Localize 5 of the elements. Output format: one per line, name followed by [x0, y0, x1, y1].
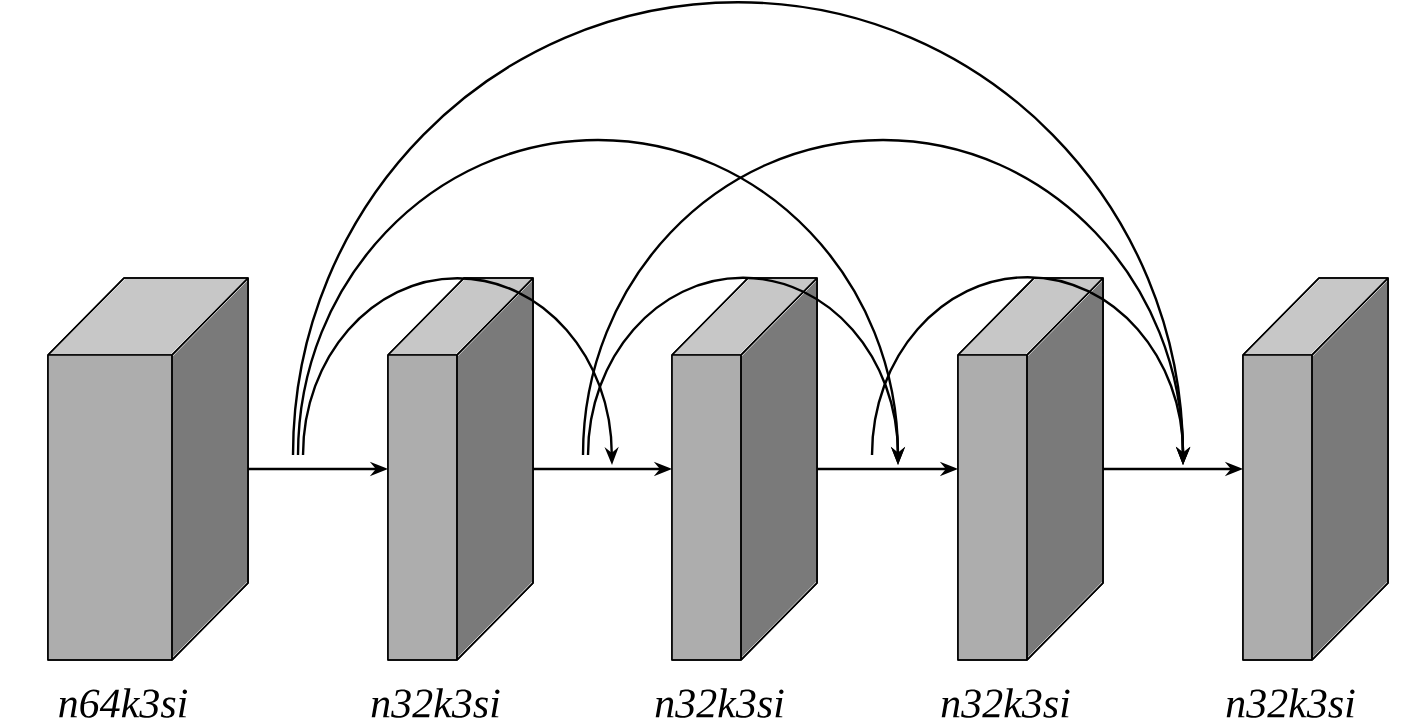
layer-label: n32k3si	[371, 688, 500, 718]
layer-label: n64k3si	[59, 688, 188, 718]
layer-label: n32k3si	[655, 688, 784, 718]
layer-label: n32k3si	[941, 688, 1070, 718]
layer-label: n32k3si	[1226, 688, 1355, 718]
